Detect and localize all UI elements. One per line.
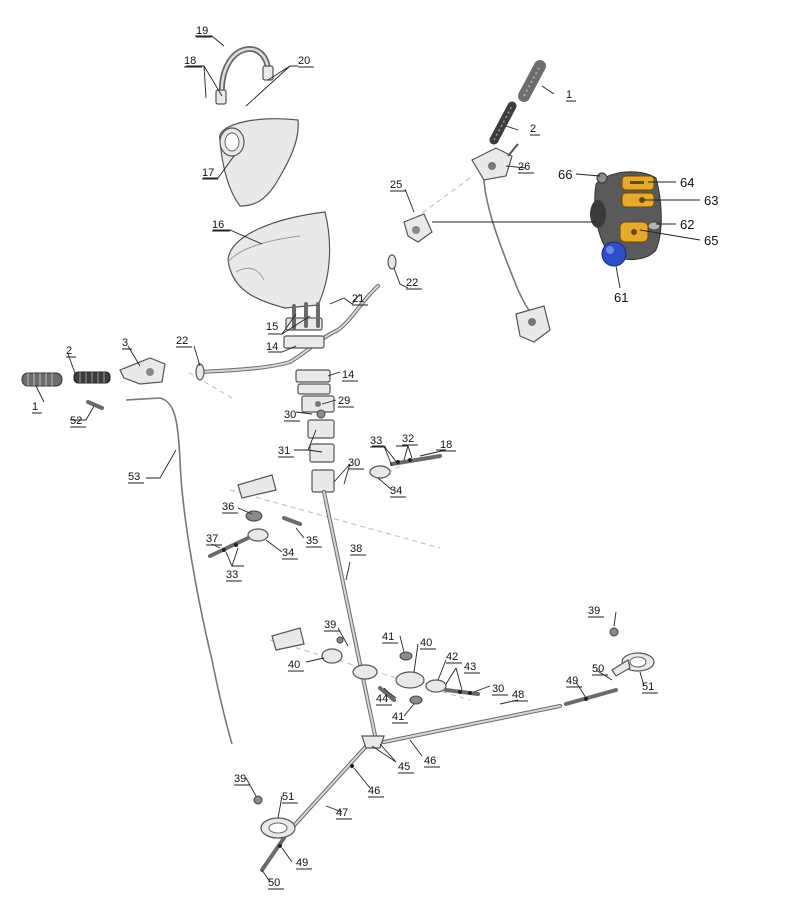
callout-31: 31 [278, 445, 290, 457]
callout-44: 44 [376, 693, 388, 705]
switch-knob-61 [601, 241, 627, 267]
part-21-handlebar [198, 284, 380, 374]
callout-14: 14 [342, 369, 354, 381]
callout-21: 21 [352, 293, 364, 305]
callout-17: 17 [202, 167, 214, 179]
callout-15: 15 [266, 321, 278, 333]
callout-43: 43 [464, 661, 476, 673]
callout-30: 30 [284, 409, 296, 421]
part-45-pitman-arm [361, 735, 385, 749]
part-2-left-throttle [73, 371, 111, 384]
callout-18: 18 [184, 55, 196, 67]
callout-61: 61 [614, 290, 628, 305]
part-51-left-tie-rod-end [253, 795, 296, 839]
part-3-left-lever-housing [119, 357, 166, 401]
callout-63: 63 [704, 193, 718, 208]
callout-29: 29 [338, 395, 350, 407]
callout-46: 46 [424, 755, 436, 767]
callout-16: 16 [212, 219, 224, 231]
callout-30: 30 [348, 457, 360, 469]
parts-39-44-lower-linkage [271, 627, 480, 705]
callout-40: 40 [288, 659, 300, 671]
callout-49: 49 [296, 857, 308, 869]
switch-button-62 [647, 221, 661, 231]
part-38-steering-column [322, 490, 378, 742]
callout-51: 51 [282, 791, 294, 803]
callout-41: 41 [382, 631, 394, 643]
part-26-right-lever-housing [471, 143, 519, 181]
part-22-ring [195, 254, 397, 381]
callout-65: 65 [704, 233, 718, 248]
callout-32: 32 [402, 433, 414, 445]
callout-46: 46 [368, 785, 380, 797]
callout-50: 50 [268, 877, 280, 889]
callout-48: 48 [512, 689, 524, 701]
callout-39: 39 [588, 605, 600, 617]
callout-30: 30 [492, 683, 504, 695]
callout-37: 37 [206, 533, 218, 545]
callout-14: 14 [266, 341, 278, 353]
part-2-right-throttle [489, 101, 517, 145]
leader-lines [35, 35, 701, 883]
callout-39: 39 [234, 773, 246, 785]
callout-45: 45 [398, 761, 410, 773]
callout-1: 1 [566, 89, 572, 101]
callout-2: 2 [66, 345, 72, 357]
callout-40: 40 [420, 637, 432, 649]
callout-25: 25 [390, 179, 402, 191]
callout-3: 3 [122, 337, 128, 349]
callout-18: 18 [440, 439, 452, 451]
callout-39: 39 [324, 619, 336, 631]
callout-51: 51 [642, 681, 654, 693]
callout-38: 38 [350, 543, 362, 555]
part-47-tie-rod-left [260, 740, 372, 872]
part-1-right-grip [518, 60, 546, 102]
parts-32-34-right-linkage [369, 454, 442, 479]
callout-36: 36 [222, 501, 234, 513]
callout-20: 20 [298, 55, 310, 67]
parts-33-37-left-linkage [208, 474, 302, 558]
part-19-clamp-wire [215, 46, 274, 105]
brake-line-and-caliper [483, 179, 551, 343]
callout-33: 33 [226, 569, 238, 581]
callout-53: 53 [128, 471, 140, 483]
part-16-cushion [227, 211, 331, 309]
part-25-switch-housing [403, 213, 433, 243]
callout-1: 1 [32, 401, 38, 413]
parts-14-15-riser-clamp [283, 302, 331, 395]
callout-52: 52 [70, 415, 82, 427]
part-1-left-grip [21, 372, 63, 387]
part-52-pin [86, 400, 104, 410]
part-29-riser-block [301, 395, 335, 413]
callout-49: 49 [566, 675, 578, 687]
callout-22: 22 [406, 277, 418, 289]
callout-42: 42 [446, 651, 458, 663]
callout-22: 22 [176, 335, 188, 347]
callout-33: 33 [370, 435, 382, 447]
callout-35: 35 [306, 535, 318, 547]
callout-19: 19 [196, 25, 208, 37]
callout-50: 50 [592, 663, 604, 675]
callout-34: 34 [282, 547, 294, 559]
callout-labels: 19 18 20 17 16 15 14 14 21 22 22 25 26 2… [32, 25, 718, 889]
callout-41: 41 [392, 711, 404, 723]
callout-47: 47 [336, 807, 348, 819]
callout-2: 2 [530, 123, 536, 135]
part-53-cable [159, 397, 233, 745]
part-48-tie-rod-right [382, 688, 618, 744]
part-17-cover [219, 118, 299, 207]
callout-26: 26 [518, 161, 530, 173]
callout-34: 34 [390, 485, 402, 497]
callout-underlines [32, 36, 658, 890]
callout-66: 66 [558, 167, 572, 182]
part-51-right-tie-rod-end [609, 627, 655, 677]
callout-64: 64 [680, 175, 694, 190]
callout-62: 62 [680, 217, 694, 232]
handlebar-switch-icon [590, 171, 662, 267]
